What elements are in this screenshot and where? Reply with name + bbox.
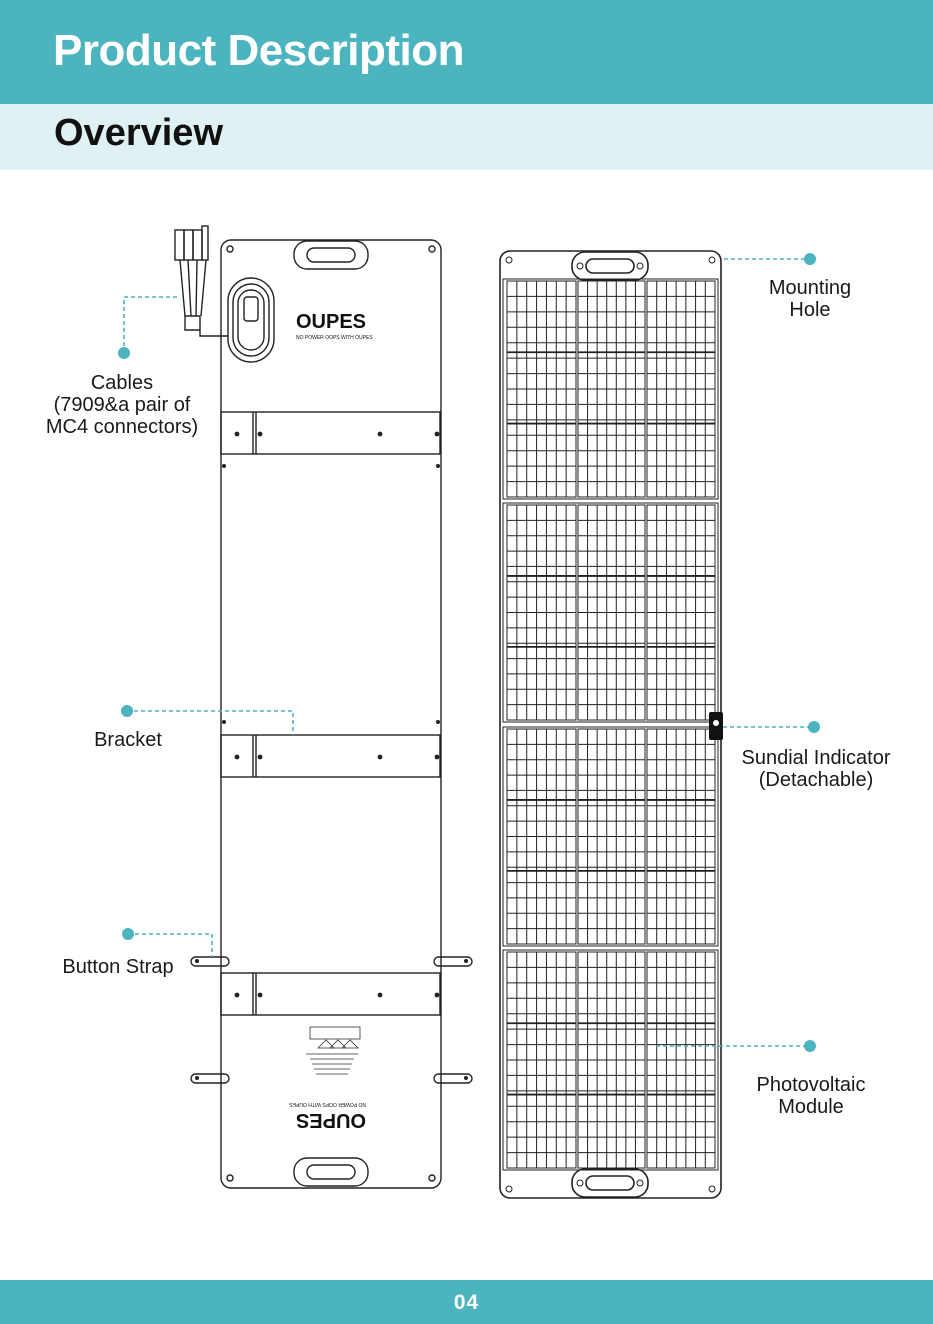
brand-tagline: NO POWER OOPS WITH OUPES bbox=[296, 335, 373, 341]
callout-cables: Cables (7909&a pair of MC4 connectors) bbox=[30, 372, 214, 438]
sundial-indicator bbox=[709, 712, 723, 740]
callout-cables-line3: MC4 connectors) bbox=[30, 416, 214, 438]
callout-sundial-line2: (Detachable) bbox=[724, 769, 908, 791]
callout-cables-line2: (7909&a pair of bbox=[30, 394, 214, 416]
callout-pv-module-line1: Photovoltaic bbox=[740, 1074, 882, 1096]
back-panel-dots bbox=[195, 432, 468, 1080]
callout-mounting-hole: Mounting Hole bbox=[750, 277, 870, 321]
back-panel bbox=[175, 226, 472, 1188]
callout-pv-module-line2: Module bbox=[740, 1096, 882, 1118]
callout-button-strap: Button Strap bbox=[50, 956, 186, 978]
brand-logo-rotated-group: OUPES NO POWER OOPS WITH OUPES bbox=[289, 1101, 366, 1131]
brand-logo: OUPES bbox=[296, 311, 366, 333]
front-panel-screws bbox=[506, 257, 715, 1192]
callout-mounting-hole-line1: Mounting bbox=[750, 277, 870, 299]
callout-leaders bbox=[124, 259, 812, 1046]
brand-tagline-rotated: NO POWER OOPS WITH OUPES bbox=[289, 1101, 366, 1107]
brand-logo-rotated: OUPES bbox=[296, 1109, 366, 1131]
callout-mounting-hole-line2: Hole bbox=[750, 299, 870, 321]
callout-pv-module: Photovoltaic Module bbox=[740, 1074, 882, 1118]
callout-cables-line1: Cables bbox=[30, 372, 214, 394]
callout-sundial: Sundial Indicator (Detachable) bbox=[724, 747, 908, 791]
callout-bracket: Bracket bbox=[70, 729, 186, 751]
front-panel bbox=[500, 251, 721, 1198]
page-number: 04 bbox=[0, 1291, 933, 1315]
callout-sundial-line1: Sundial Indicator bbox=[724, 747, 908, 769]
certification-label bbox=[306, 1027, 360, 1074]
photovoltaic-cells bbox=[503, 279, 718, 1170]
